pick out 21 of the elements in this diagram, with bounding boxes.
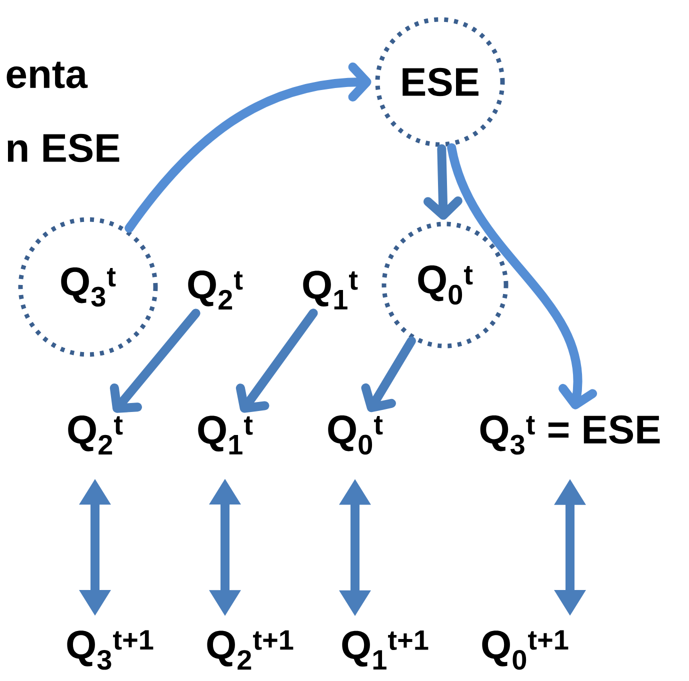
arrow (110, 308, 200, 413)
register-label: Q$_{2}$t (188, 270, 243, 310)
register-label: Q$_{3}$t+1 (67, 630, 154, 670)
register-label: Q$_{2}$t+1 (207, 630, 294, 670)
heading-fragment: n ESE (8, 134, 120, 162)
register-label: Q$_{2}$t (68, 416, 123, 454)
register-label: Q$_{3}$$^{t}$ = ESE (480, 415, 660, 455)
register-label: Q$_{1}$t (198, 416, 253, 454)
arrow (236, 308, 318, 413)
arrow (124, 62, 372, 233)
arrow (423, 144, 462, 220)
register-label: Q$_{0}$t (328, 415, 383, 455)
dotted-circle-node: Q$_{3}$t (18, 217, 158, 357)
register-label: Q$_{1}$t+1 (342, 630, 428, 670)
arrow (447, 143, 598, 410)
dotted-circle-node: ESE (375, 17, 505, 147)
dotted-circle-node: Q$_{0}$t (382, 222, 508, 348)
heading-fragment: enta (6, 62, 88, 88)
register-label: Q$_{0}$t+1 (482, 630, 568, 670)
arrow (361, 336, 416, 412)
register-label: Q$_{1}$t (303, 270, 358, 310)
